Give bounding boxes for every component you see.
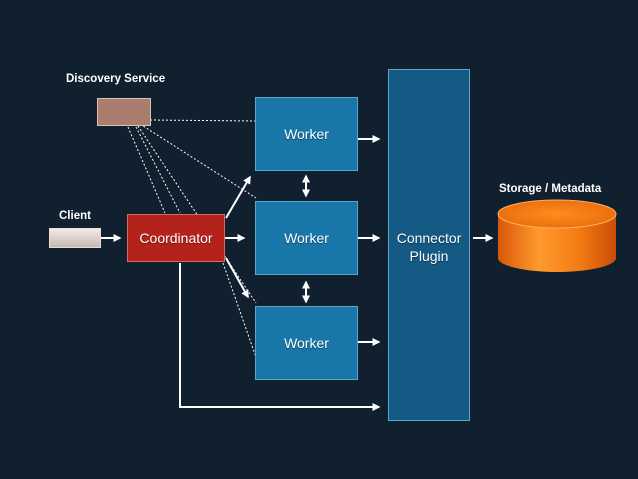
coordinator-box[interactable]: Coordinator bbox=[127, 214, 225, 262]
discovery-to-coordinator-line-b bbox=[135, 126, 181, 214]
discovery-links bbox=[127, 119, 258, 361]
discovery-to-worker2-line bbox=[139, 123, 257, 199]
storage-metadata-label: Storage / Metadata bbox=[499, 183, 602, 195]
worker-2-label: Worker bbox=[284, 230, 329, 246]
discovery-to-coordinator-line-a bbox=[127, 126, 166, 214]
coordinator-to-worker3-arrow bbox=[225, 257, 249, 299]
worker-1-label: Worker bbox=[284, 126, 329, 142]
discovery-service-label: Discovery Service bbox=[66, 73, 166, 85]
discovery-to-worker1-line bbox=[149, 119, 256, 122]
client-box[interactable] bbox=[49, 228, 101, 248]
connector-label-line1: Connector bbox=[396, 230, 462, 246]
client-label: Client bbox=[59, 210, 91, 222]
worker-3-label: Worker bbox=[284, 335, 329, 351]
worker-box-2[interactable]: Worker bbox=[255, 201, 358, 275]
worker-box-3[interactable]: Worker bbox=[255, 306, 358, 380]
storage-cylinder-icon bbox=[497, 199, 617, 272]
worker-box-1[interactable]: Worker bbox=[255, 97, 358, 171]
discovery-service-box[interactable] bbox=[97, 98, 151, 126]
connector-plugin-box[interactable]: Connector Plugin bbox=[388, 69, 470, 421]
coordinator-to-worker3-dotted-line bbox=[222, 262, 258, 361]
connector-label-line2: Plugin bbox=[409, 248, 449, 264]
coordinator-label: Coordinator bbox=[139, 230, 213, 246]
coordinator-to-worker1-arrow bbox=[225, 175, 251, 219]
discovery-to-worker3-line bbox=[137, 125, 257, 304]
coordinator-to-connector-arrow bbox=[179, 263, 381, 411]
